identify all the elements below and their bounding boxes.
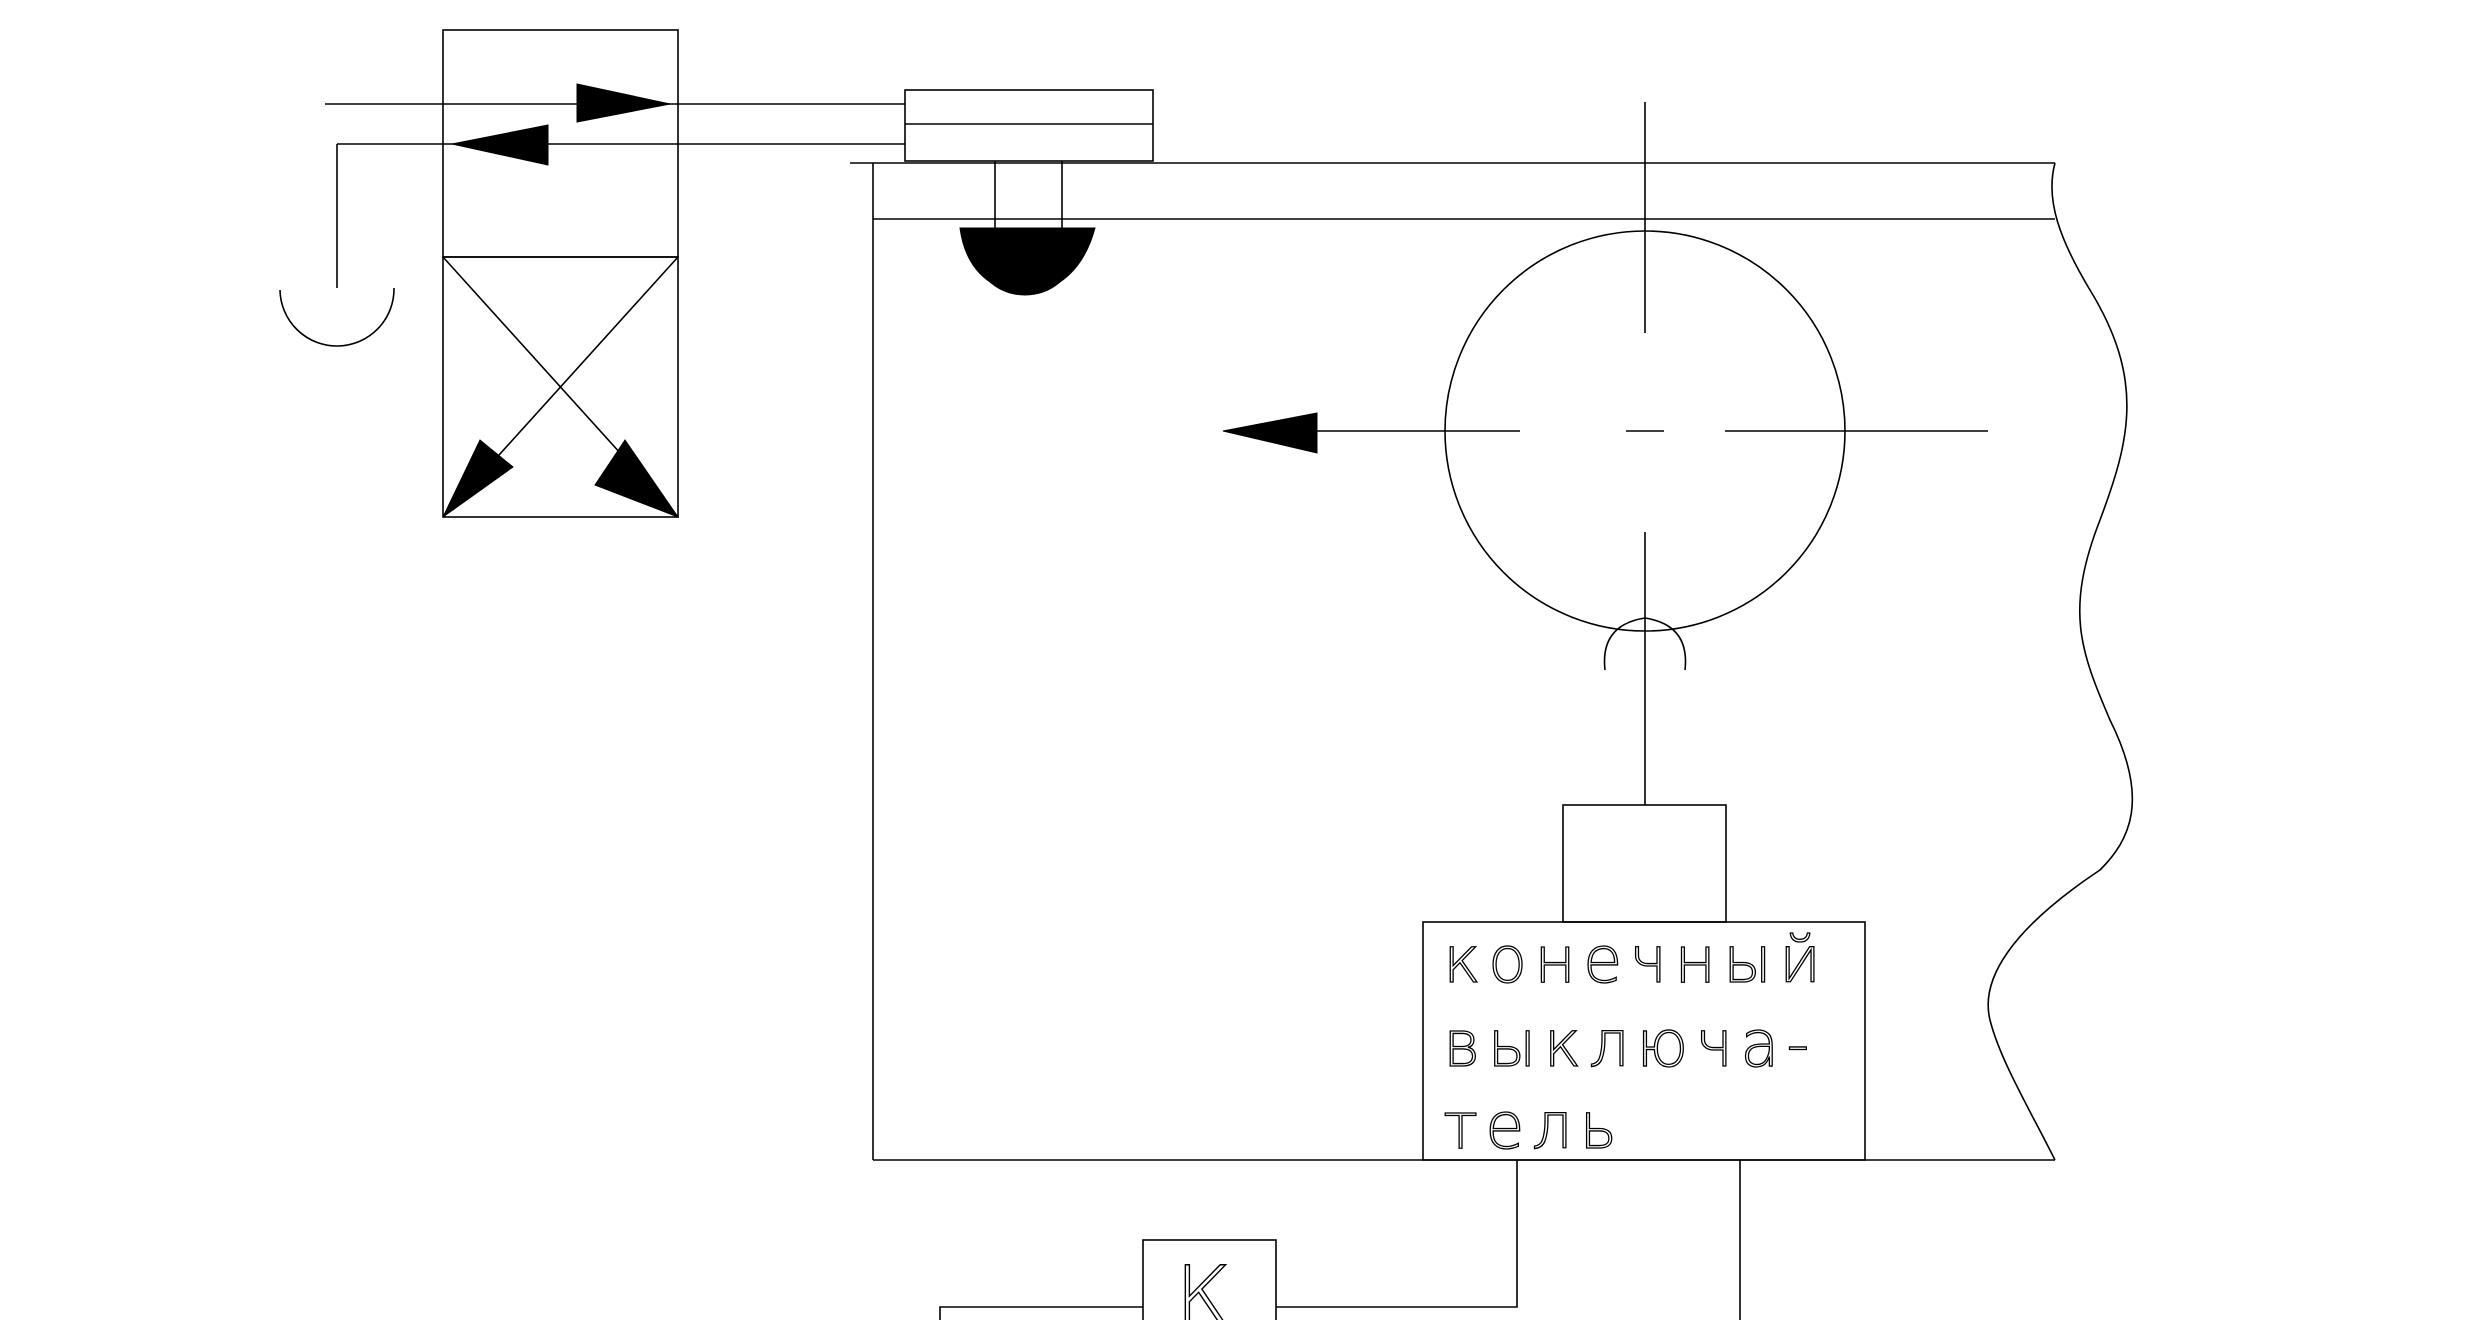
wiring bbox=[939, 1160, 1741, 1320]
clamp-pad bbox=[959, 227, 1096, 296]
limit-switch-label-line3: тель bbox=[1443, 1090, 1624, 1164]
motion-arrowhead bbox=[1222, 412, 1318, 454]
relay-k: К bbox=[1142, 1239, 1277, 1320]
rotating-disc bbox=[1310, 102, 1988, 805]
limit-switch-label-line1: конечный bbox=[1443, 924, 1828, 998]
disc-contact-arc bbox=[1603, 617, 1687, 671]
cylinder-body bbox=[904, 89, 1154, 162]
limit-switch-actuator bbox=[1562, 804, 1727, 923]
supply-arrowhead bbox=[576, 83, 671, 123]
supply-line bbox=[325, 83, 905, 123]
motion-direction-arrow bbox=[1222, 412, 1318, 454]
cylinder bbox=[904, 89, 1154, 296]
valve-cross-arrowhead-right bbox=[594, 439, 680, 519]
return-line bbox=[279, 124, 905, 347]
return-arrowhead bbox=[451, 124, 549, 166]
valve-body-lower bbox=[442, 256, 679, 518]
relay-box bbox=[1142, 1239, 1277, 1320]
wire-relay-out bbox=[939, 1306, 1143, 1320]
relay-label: К bbox=[1175, 1248, 1232, 1320]
directional-valve bbox=[442, 29, 680, 519]
limit-switch-label-line2: выключа- bbox=[1443, 1008, 1817, 1082]
limit-switch-body bbox=[1422, 921, 1866, 1161]
wire-switch-to-relay bbox=[1276, 1160, 1518, 1308]
drain-tank-symbol bbox=[279, 287, 395, 347]
limit-switch: конечный выключа- тель bbox=[1422, 804, 1866, 1165]
frame-break-line bbox=[1987, 162, 2134, 1161]
valve-cross-arrowhead-left bbox=[442, 439, 514, 518]
